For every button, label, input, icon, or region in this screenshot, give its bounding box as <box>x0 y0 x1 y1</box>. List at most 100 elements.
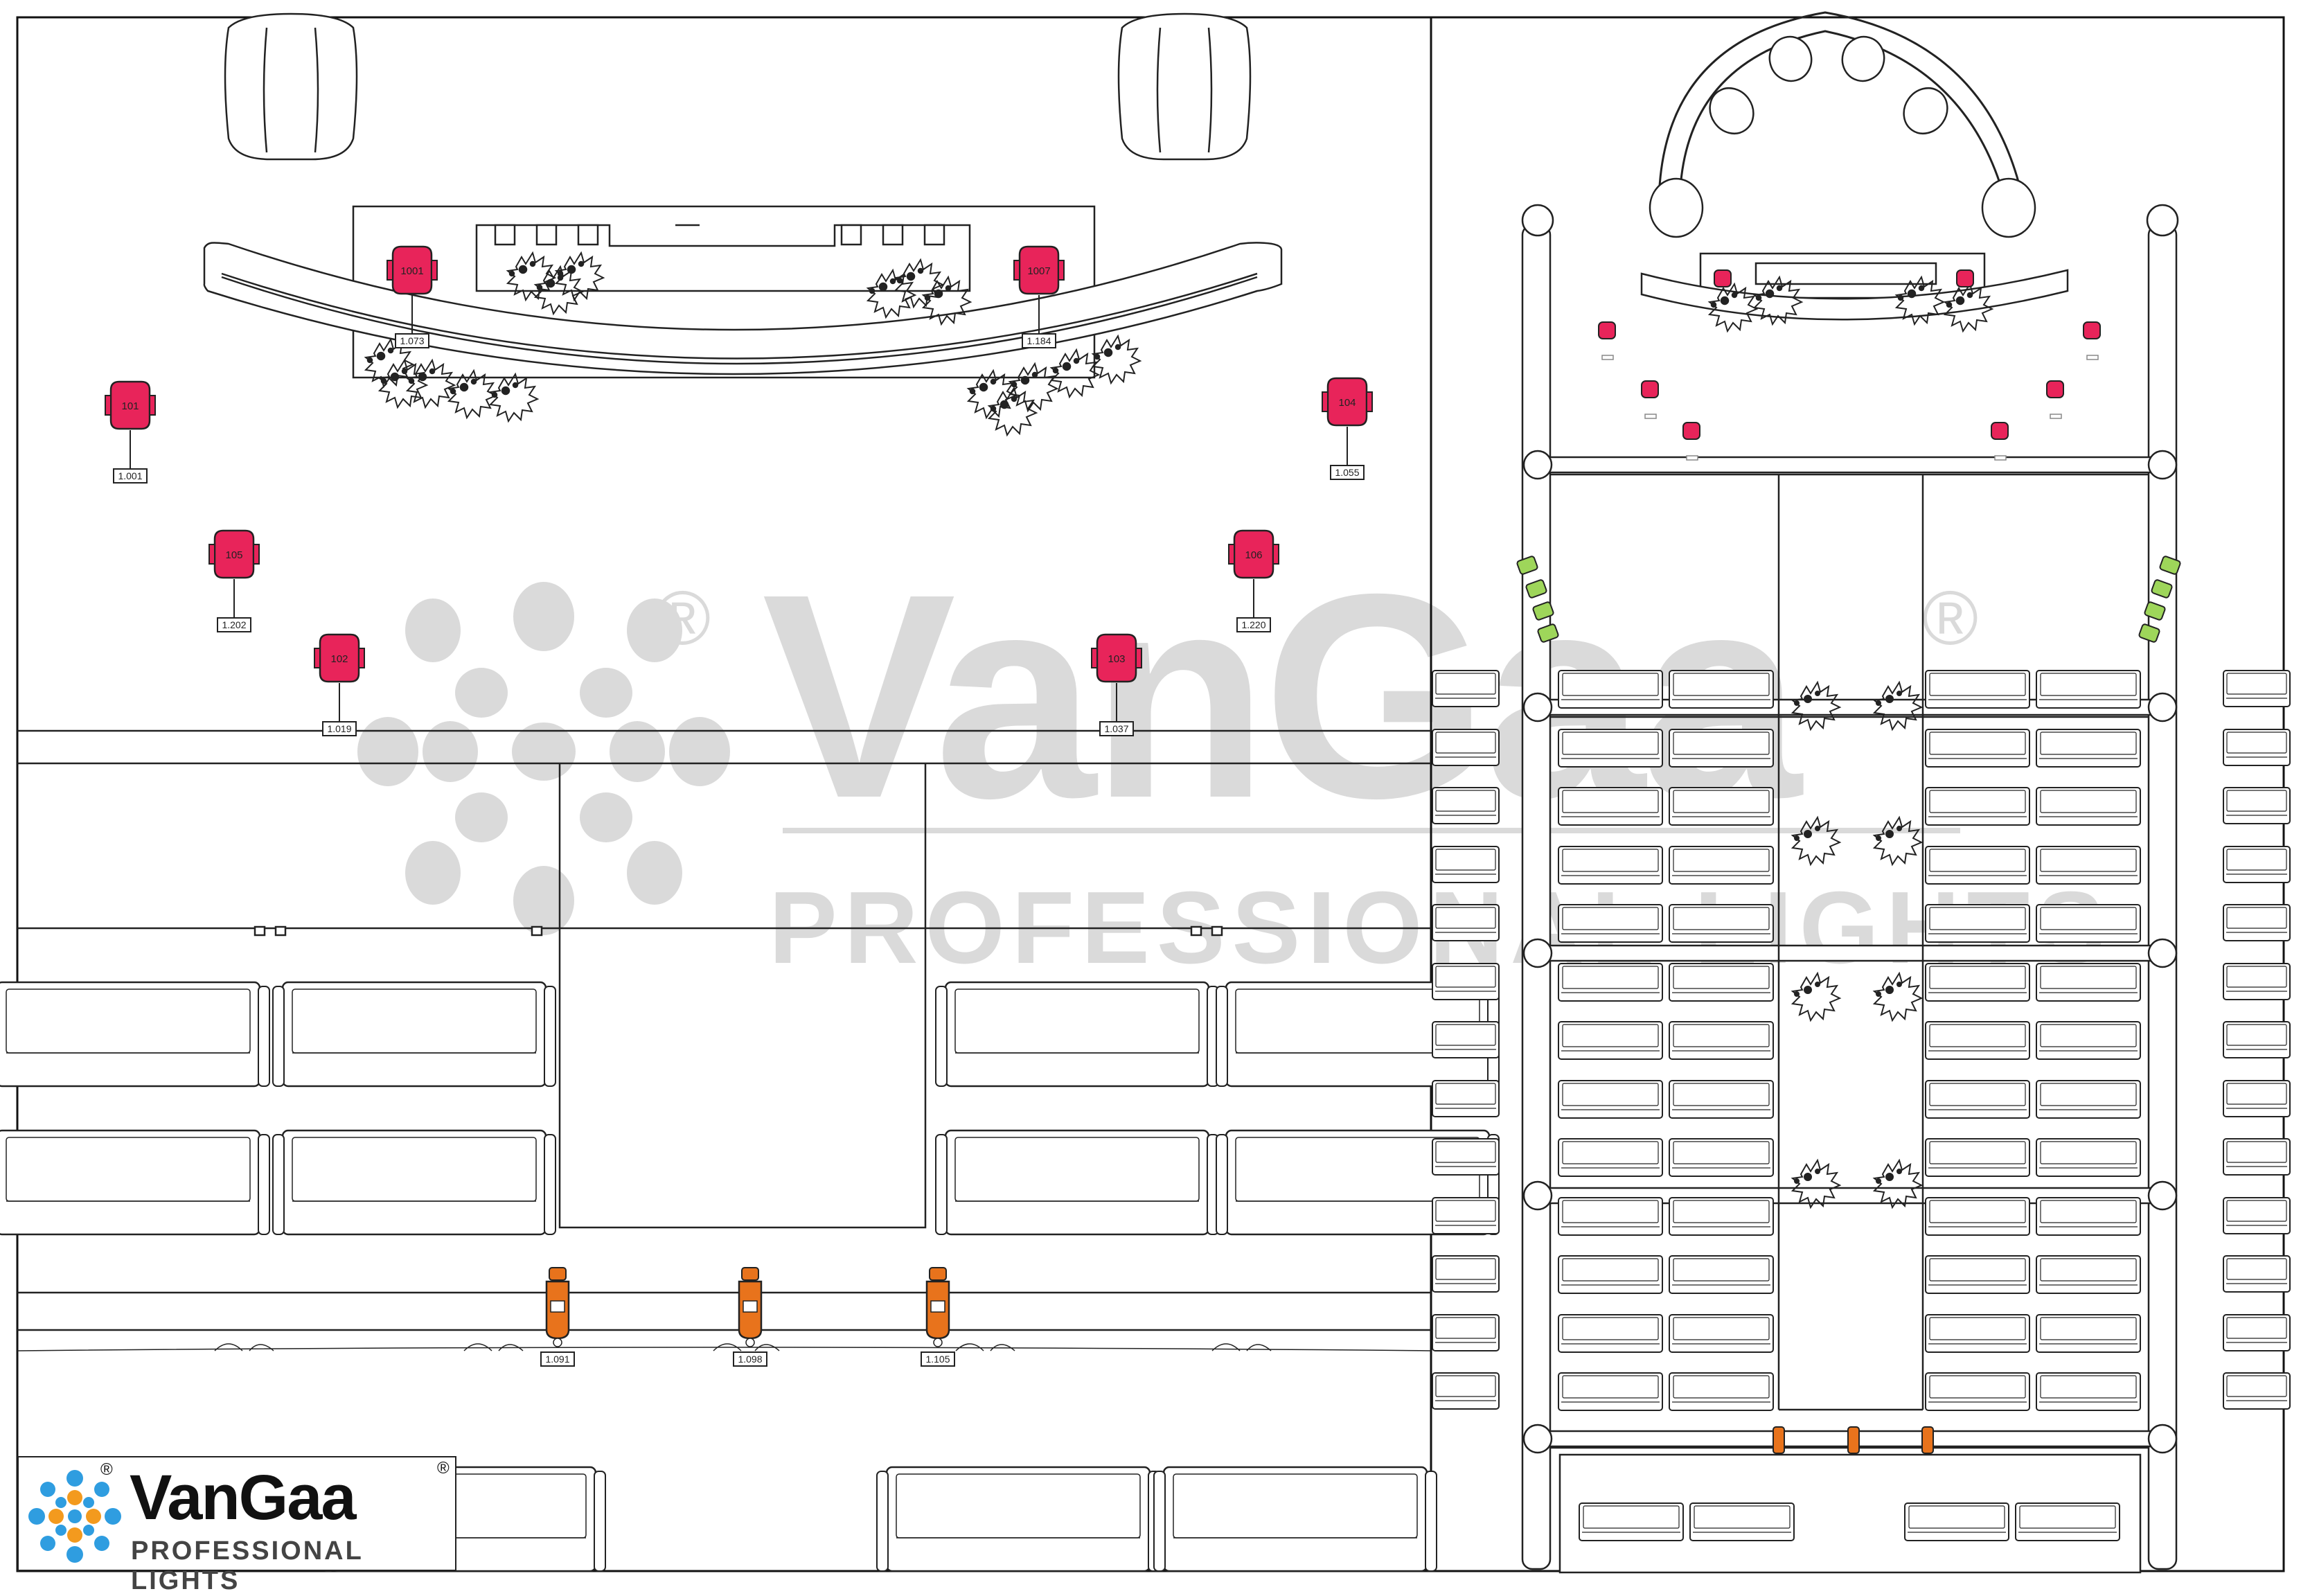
audience-chair <box>1432 1138 1500 1176</box>
watermark-logo: VanGaa PROFESSIONAL LIGHTS ® ® <box>357 534 2105 985</box>
audience-chair <box>1558 1372 1663 1411</box>
audience-chair <box>1669 1372 1774 1411</box>
audience-chair <box>2223 904 2291 941</box>
fixture-id: 102 <box>330 653 348 665</box>
audience-chair <box>1669 787 1774 826</box>
audience-chair <box>2223 729 2291 766</box>
audience-chair <box>1432 1372 1500 1410</box>
fixture-body <box>213 529 255 579</box>
left-panel-plan-view <box>0 12 1500 1572</box>
floor-light-label: 1.098 <box>738 1354 762 1365</box>
audience-chair <box>2223 1255 2291 1293</box>
audience-chair <box>2036 1138 2141 1177</box>
audience-chair <box>1669 729 1774 768</box>
sofa <box>1153 1466 1438 1572</box>
audience-chair <box>2223 1021 2291 1058</box>
floor-light-label: 1.091 <box>545 1354 569 1365</box>
audience-chair <box>1925 904 2030 943</box>
fixture-body <box>1018 245 1060 295</box>
sofa <box>0 1129 271 1236</box>
audience-chair <box>2036 1080 2141 1119</box>
fixture-id: 106 <box>1245 549 1262 561</box>
sofa <box>272 1129 557 1236</box>
audience-chair <box>1579 1502 1684 1541</box>
audience-chair <box>1558 1197 1663 1236</box>
floor-light: 1.091 <box>540 1267 575 1367</box>
audience-chair <box>1925 963 2030 1002</box>
audience-chair <box>1432 846 1500 883</box>
logo-registered-mark-right: ® <box>437 1459 450 1478</box>
audience-chair <box>1432 1255 1500 1293</box>
audience-chair <box>1432 1080 1500 1117</box>
audience-chair <box>1432 963 1500 1000</box>
audience-chair <box>1558 1021 1663 1060</box>
armchair-top-left <box>224 12 358 161</box>
audience-chair <box>2036 787 2141 826</box>
audience-chair <box>1925 1197 2030 1236</box>
watermark-registered-left: ® <box>655 576 711 661</box>
audience-chair <box>1925 1314 2030 1353</box>
sofa <box>934 1129 1220 1236</box>
right-panel-overview <box>1521 11 2179 1574</box>
logo-subtitle: PROFESSIONAL LIGHTS <box>131 1536 364 1595</box>
fixture-label: 1.055 <box>1335 467 1359 478</box>
audience-chair <box>1558 963 1663 1002</box>
audience-chair <box>2036 670 2141 709</box>
audience-chair <box>2036 1314 2141 1353</box>
brand-logo-block: ® VanGaa ® PROFESSIONAL LIGHTS <box>17 1456 456 1595</box>
fixture-105: 105 1.202 <box>208 529 260 632</box>
fixture-label: 1.037 <box>1104 723 1128 734</box>
audience-chair <box>1669 1021 1774 1060</box>
fixture-body <box>1096 633 1137 683</box>
floor-light: 1.098 <box>733 1267 767 1367</box>
fixture-103: 103 1.037 <box>1091 633 1142 736</box>
audience-chair <box>2223 1197 2291 1234</box>
audience-chair <box>1925 670 2030 709</box>
watermark-registered-right: ® <box>1922 576 1978 661</box>
fixture-label: 1.073 <box>400 335 424 346</box>
floor-light: 1.105 <box>921 1267 955 1367</box>
audience-chair <box>2036 1255 2141 1294</box>
fixture-label: 1.202 <box>222 619 246 630</box>
audience-chair <box>2036 904 2141 943</box>
fixture-101: 101 1.001 <box>105 380 156 484</box>
audience-chair <box>1925 846 2030 885</box>
logo-brand: VanGaa <box>130 1462 357 1533</box>
audience-chair <box>1432 787 1500 824</box>
audience-chair <box>1925 1080 2030 1119</box>
audience-chair <box>2036 1021 2141 1060</box>
fixture-body <box>109 380 151 430</box>
fixture-id: 1001 <box>400 265 423 277</box>
audience-chair <box>2015 1502 2120 1541</box>
audience-chair <box>1558 729 1663 768</box>
audience-chair <box>2036 1197 2141 1236</box>
audience-chair <box>1558 1255 1663 1294</box>
overview-fixtures <box>1516 269 2181 1454</box>
audience-chair <box>1669 963 1774 1002</box>
audience-chair <box>2223 787 2291 824</box>
fixture-id: 101 <box>121 400 139 412</box>
audience-chair <box>1904 1502 2009 1541</box>
audience-chair <box>2223 1080 2291 1117</box>
audience-chair <box>1558 846 1663 885</box>
fixture-id: 105 <box>225 549 242 561</box>
fixture-id: 104 <box>1338 397 1356 409</box>
fixture-1001: 1001 1.073 <box>387 245 438 348</box>
audience-chair <box>2223 670 2291 707</box>
audience-chair <box>1925 1372 2030 1411</box>
fixture-label: 1.001 <box>118 470 142 481</box>
fixture-id: 103 <box>1108 653 1125 665</box>
audience-chair <box>1669 846 1774 885</box>
fixture-body <box>1326 377 1368 427</box>
fixture-104: 104 1.055 <box>1322 377 1373 480</box>
audience-chair <box>2223 1138 2291 1176</box>
fixture-id: 1007 <box>1027 265 1050 277</box>
audience-chair <box>1432 904 1500 941</box>
audience-chair <box>1669 1314 1774 1353</box>
sofa <box>934 981 1220 1088</box>
audience-chair <box>1432 1314 1500 1351</box>
audience-chair <box>1432 1021 1500 1058</box>
